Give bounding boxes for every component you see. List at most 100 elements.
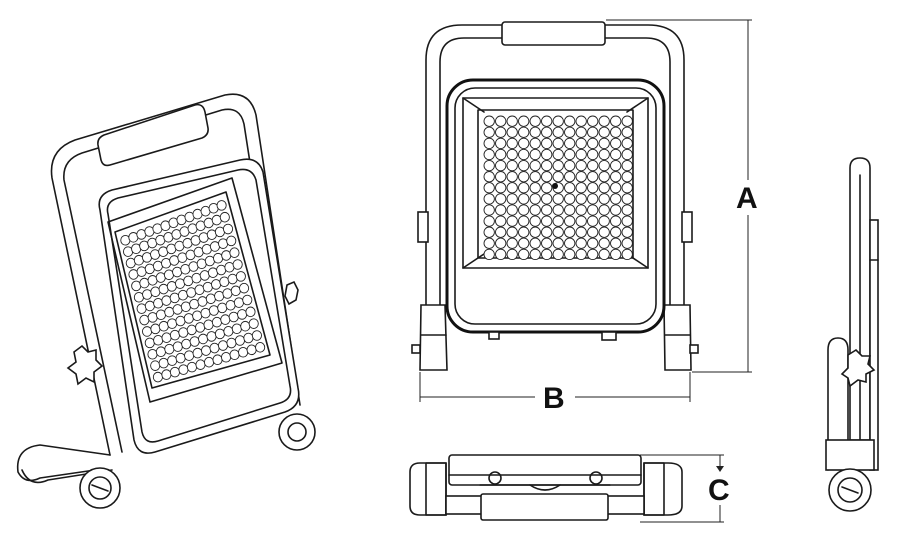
- led: [587, 159, 599, 172]
- led: [598, 226, 610, 238]
- led: [598, 148, 610, 161]
- led: [147, 312, 158, 323]
- led: [587, 248, 599, 261]
- led: [184, 350, 195, 361]
- led: [518, 148, 530, 161]
- led: [518, 115, 530, 127]
- led: [483, 237, 495, 249]
- led: [217, 302, 228, 314]
- led: [610, 137, 622, 150]
- side-knob-icon: [284, 280, 299, 306]
- led: [541, 237, 553, 249]
- led: [564, 159, 576, 172]
- led: [552, 204, 564, 216]
- led: [587, 215, 599, 227]
- led: [150, 360, 161, 371]
- led: [587, 182, 599, 194]
- led: [529, 193, 541, 205]
- led: [229, 247, 240, 258]
- led: [506, 182, 518, 194]
- led: [598, 215, 610, 227]
- led: [552, 215, 564, 227]
- led: [144, 337, 155, 349]
- led: [552, 237, 564, 249]
- led: [564, 148, 576, 161]
- led: [529, 215, 541, 227]
- led: [175, 352, 186, 364]
- led: [529, 248, 541, 261]
- led: [232, 259, 243, 270]
- led: [610, 226, 622, 238]
- led: [161, 295, 172, 306]
- led: [147, 348, 158, 360]
- led: [495, 237, 507, 249]
- led: [575, 126, 587, 138]
- led: [621, 137, 633, 150]
- led: [610, 126, 622, 138]
- led: [518, 193, 530, 205]
- led: [495, 226, 507, 238]
- led: [483, 126, 495, 138]
- led-array-front: [483, 115, 633, 261]
- housing-top: [448, 454, 642, 486]
- led: [177, 289, 189, 301]
- led: [541, 215, 553, 227]
- led: [587, 204, 599, 216]
- led: [178, 327, 189, 338]
- led: [575, 215, 587, 227]
- led: [246, 344, 257, 356]
- led: [495, 159, 507, 172]
- led: [506, 159, 518, 172]
- led: [136, 303, 147, 314]
- led: [206, 331, 217, 342]
- led: [529, 182, 541, 194]
- led: [217, 340, 229, 351]
- led: [506, 148, 518, 161]
- led: [541, 248, 553, 261]
- led: [598, 171, 610, 183]
- led: [575, 226, 587, 238]
- led: [610, 193, 622, 205]
- led: [200, 307, 211, 319]
- led: [169, 366, 180, 378]
- led: [169, 329, 181, 341]
- led: [529, 126, 541, 138]
- led: [238, 346, 249, 358]
- led: [181, 338, 192, 350]
- led: [587, 171, 599, 183]
- led: [506, 193, 518, 205]
- led: [245, 306, 256, 318]
- led: [506, 248, 518, 261]
- led: [180, 301, 191, 313]
- led: [230, 285, 241, 297]
- led: [621, 226, 633, 238]
- led: [610, 248, 622, 261]
- led: [186, 287, 197, 298]
- led: [518, 137, 530, 150]
- led: [150, 323, 161, 335]
- led: [506, 226, 518, 238]
- led: [598, 126, 610, 138]
- led: [226, 337, 237, 349]
- tilt-knob-icon: [66, 344, 104, 386]
- led: [621, 115, 633, 127]
- led: [598, 237, 610, 249]
- led: [189, 298, 200, 310]
- led: [198, 333, 209, 345]
- led: [541, 193, 553, 205]
- led-array-perspective: [120, 200, 266, 383]
- led: [598, 182, 610, 194]
- led: [610, 182, 622, 194]
- led: [178, 364, 189, 375]
- led: [495, 115, 507, 127]
- led: [195, 359, 206, 370]
- led: [518, 248, 530, 261]
- led: [164, 343, 175, 355]
- led: [194, 284, 205, 296]
- led: [211, 279, 222, 290]
- dimension-a: A: [606, 19, 758, 373]
- led: [529, 226, 541, 238]
- led: [161, 369, 172, 380]
- led: [621, 237, 633, 249]
- led: [575, 159, 587, 172]
